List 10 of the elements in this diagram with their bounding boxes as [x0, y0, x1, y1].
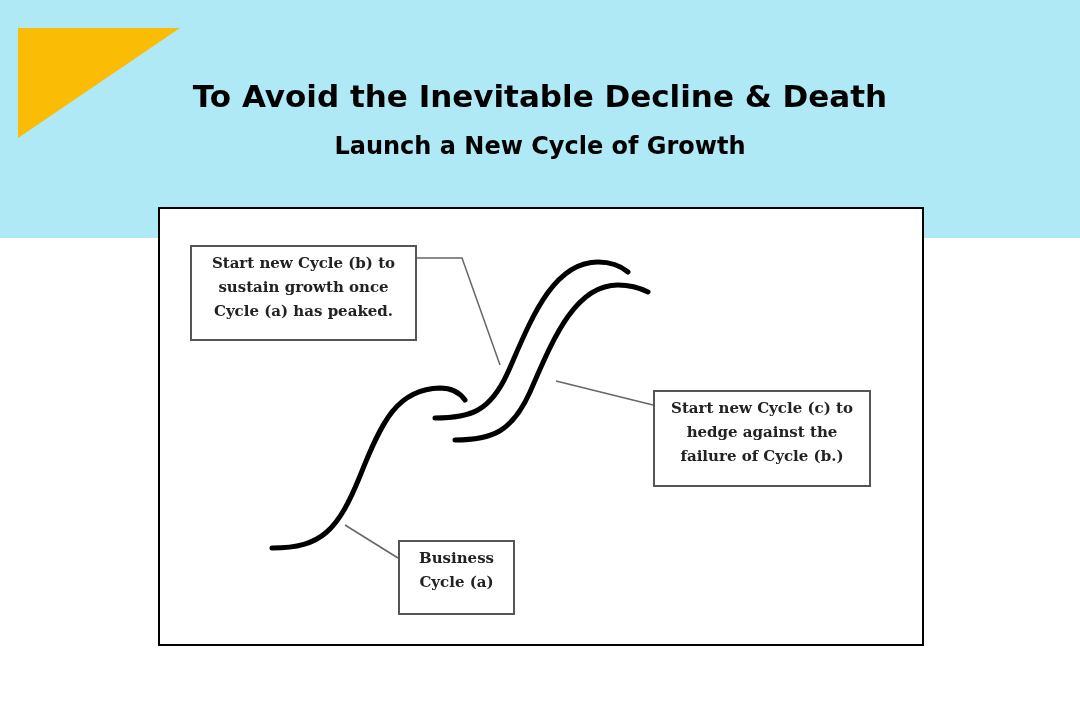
- subtitle: Launch a New Cycle of Growth: [333, 132, 747, 160]
- text-box: Start new Cycle (c) to hedge against the failure of Cycle (b.): [653, 390, 871, 487]
- s-curve: [432, 259, 631, 421]
- s-curve: [269, 385, 468, 551]
- s-curve: [452, 282, 651, 443]
- text-box: Business Cycle (a): [398, 540, 515, 615]
- leader-line: [555, 380, 654, 406]
- title: To Avoid the Inevitable Decline & Death: [191, 78, 889, 114]
- text-box: Start new Cycle (b) to sustain growth once Cycle (a) has peaked.: [190, 245, 417, 341]
- leader-line: [344, 524, 399, 559]
